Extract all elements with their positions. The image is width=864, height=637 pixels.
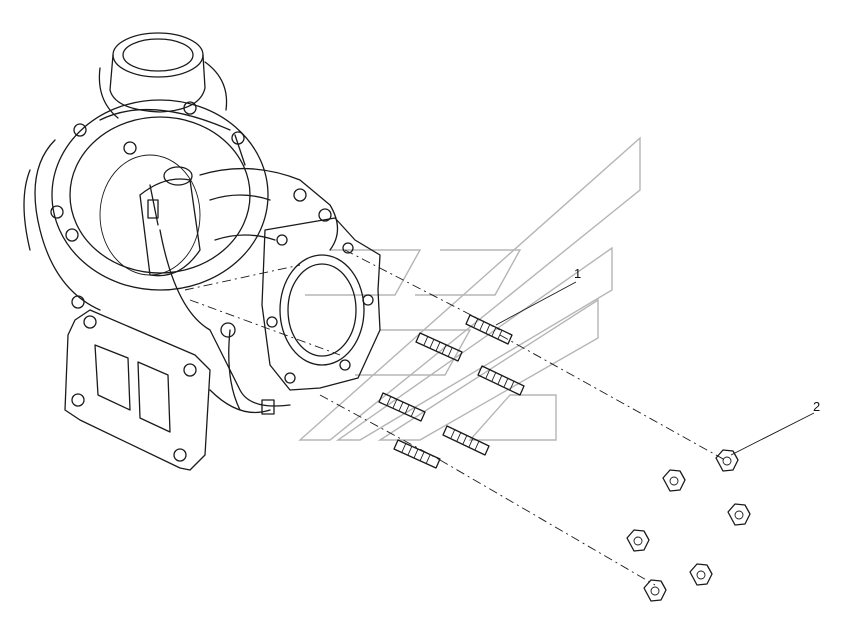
hex-nut-icon	[643, 579, 667, 602]
hex-nut-icon	[626, 529, 650, 552]
stud-icon	[477, 365, 525, 396]
callout-number: 1	[574, 266, 581, 281]
stud-icon	[465, 314, 513, 345]
callout-1: 1	[495, 266, 581, 326]
hex-nut-icon	[727, 503, 751, 526]
assembly-lines	[184, 249, 726, 586]
callout-number: 2	[813, 399, 820, 414]
hex-nut-icon	[662, 469, 686, 492]
stud-group	[378, 314, 525, 469]
watermark-logo	[298, 136, 641, 441]
nut-group	[626, 449, 751, 602]
stud-icon	[442, 425, 490, 456]
hex-nut-icon	[715, 449, 739, 472]
turbocharger-drawing	[23, 32, 381, 471]
hex-nut-icon	[689, 563, 713, 586]
stud-icon	[415, 332, 463, 362]
stud-icon	[378, 392, 426, 422]
callout-2: 2	[730, 399, 820, 456]
stud-icon	[393, 439, 441, 469]
